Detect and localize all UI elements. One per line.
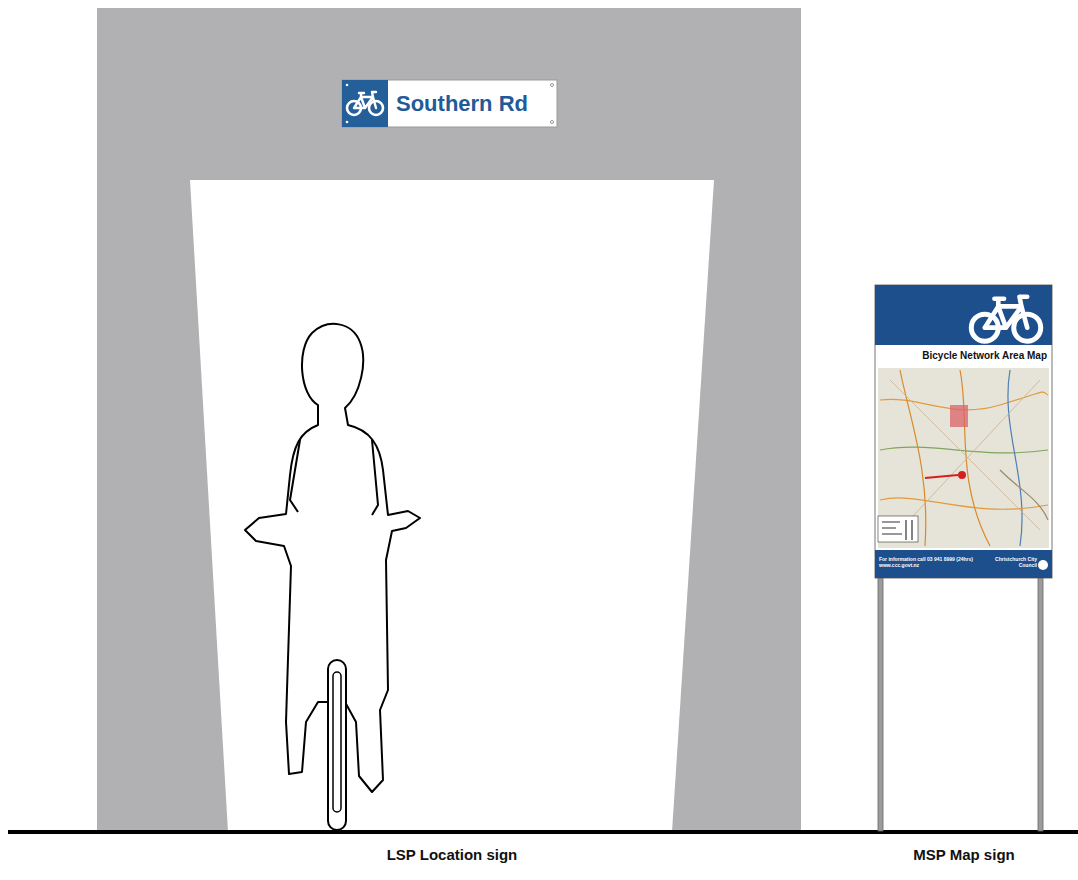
council-name: Christchurch City Council: [987, 557, 1037, 569]
map-sign: [875, 285, 1052, 831]
sign-panel: [342, 80, 557, 127]
map-sign-panel: Bicycle Network Area MapFor information …: [875, 285, 1052, 578]
arch-opening: [190, 180, 714, 832]
archway: [97, 8, 801, 832]
sign-type-label: MSP Map sign: [913, 846, 1014, 863]
info-text: For information call 03 941 8999 (24hrs)…: [879, 557, 979, 569]
street-name: Southern Rd: [396, 91, 528, 116]
bike-icon: [347, 92, 383, 115]
sign-type-label: LSP Location sign: [387, 846, 518, 863]
location-sign: Southern Rd: [390, 81, 554, 126]
ground-line: [8, 830, 1078, 834]
map-title: Bicycle Network Area Map: [922, 350, 1047, 362]
cyclist-figure: [245, 324, 420, 830]
sign-icon-bg: [342, 80, 388, 127]
